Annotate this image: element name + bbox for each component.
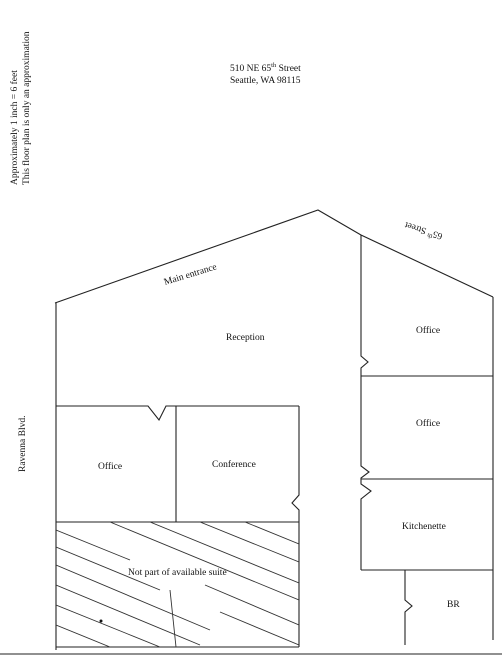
office-mid-right-label: Office xyxy=(416,418,440,429)
office-left-label: Office xyxy=(98,461,122,472)
kitchenette-label: Kitchenette xyxy=(402,522,446,532)
street-label-ravenna: Ravenna Blvd. xyxy=(18,416,28,472)
conference-label: Conference xyxy=(212,459,256,470)
address-line1: 510 NE 65th Street xyxy=(230,62,301,74)
left-wing-walls xyxy=(56,405,300,648)
br-label: BR xyxy=(447,600,460,610)
unavailable-area-label: Not part of available suite xyxy=(128,567,227,578)
scale-note-line2: This floor plan is only an approximation xyxy=(21,31,32,185)
scale-note-line1: Approximately 1 inch = 6 feet xyxy=(9,70,20,185)
right-wing-walls xyxy=(360,235,493,645)
street-label-65th: 65th Street xyxy=(403,219,444,243)
small-dot xyxy=(99,619,103,623)
unavailable-area-hatching xyxy=(56,522,299,647)
main-entrance-label: Main entrance xyxy=(163,262,218,288)
reception-label: Reception xyxy=(226,333,265,343)
address-line2: Seattle, WA 98115 xyxy=(230,76,301,86)
office-top-right-label: Office xyxy=(416,325,440,336)
exterior-walls xyxy=(0,209,502,655)
